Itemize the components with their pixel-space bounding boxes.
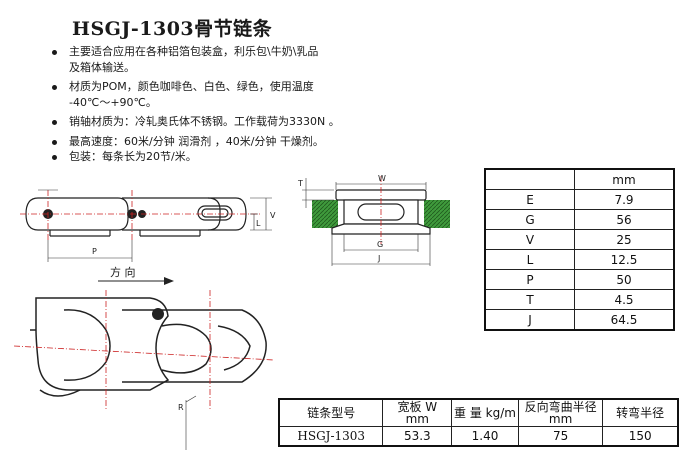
table-row: mm [484, 168, 675, 190]
dim-t-label: T [297, 179, 303, 188]
spec-value: 50 [574, 269, 675, 290]
spec-value: 12.5 [574, 249, 675, 270]
spec-value: 7.9 [574, 189, 675, 210]
bullet-speed: 最高速度：60米/分钟 润滑剂 ，40米/分钟 干燥剂。 [52, 134, 382, 150]
dim-g-label: G [377, 240, 383, 249]
side-view-drawing: V L P [20, 189, 276, 262]
bullet-line: 及箱体输送。 [69, 60, 135, 74]
bullet-line: 主要适合应用在各种铝箔包装盒，利乐包\牛奶\乳品 [69, 45, 319, 58]
header-width: 宽板 W mm [382, 398, 453, 427]
header-model: 链条型号 [278, 398, 384, 427]
bullet-dot [52, 85, 57, 90]
spec-value: 56 [574, 209, 675, 230]
spec-key: T [484, 289, 575, 310]
table-header-row: 链条型号 宽板 W mm 重 量 kg/m 反向弯曲半径 mm 转弯半径 [278, 398, 679, 427]
spec-value: 25 [574, 229, 675, 250]
model-spec-table: 链条型号 宽板 W mm 重 量 kg/m 反向弯曲半径 mm 转弯半径 HSG… [278, 398, 679, 447]
dim-w-label: W [378, 174, 386, 183]
header-back-radius: 反向弯曲半径 mm [517, 398, 604, 427]
header-turn-radius: 转弯半径 [602, 398, 679, 427]
dimension-spec-table: mm E 7.9 G 56 V 25 L 12.5 P 50 T 4.5 J 6… [484, 168, 675, 331]
cell-back-radius: 75 [517, 426, 604, 447]
table-header-unit: mm [574, 168, 675, 190]
table-row: J 64.5 [484, 309, 675, 331]
direction-arrow-icon [98, 277, 174, 285]
page-title: HSGJ-1303骨节链条 [72, 18, 273, 40]
green-roller-right [424, 200, 450, 228]
table-row: E 7.9 [484, 189, 675, 210]
spec-key: P [484, 269, 575, 290]
table-row: P 50 [484, 269, 675, 290]
bullet-line: 包装：每条长为20节/米。 [69, 150, 197, 163]
spec-key: V [484, 229, 575, 250]
bullet-line: 最高速度：60米/分钟 润滑剂 ，40米/分钟 干燥剂。 [69, 134, 324, 148]
bullet-line: 材质为POM，颜色咖啡色、白色、绿色，使用温度 [69, 80, 314, 93]
bullet-packaging: 包装：每条长为20节/米。 [52, 149, 382, 165]
feature-list: 主要适合应用在各种铝箔包装盒，利乐包\牛奶\乳品 及箱体输送。 材质为POM，颜… [52, 44, 382, 165]
header-back-radius-unit: mm [548, 412, 573, 426]
spec-key: J [484, 309, 575, 331]
spec-value: 64.5 [574, 309, 675, 331]
front-view-drawing: T W G J [297, 174, 450, 266]
bullet-line: -40℃～+90℃。 [69, 95, 157, 109]
cell-turn-radius: 150 [602, 426, 679, 447]
table-row: HSGJ-1303 53.3 1.40 75 150 [278, 426, 679, 447]
table-row: V 25 [484, 229, 675, 250]
cell-width: 53.3 [382, 426, 453, 447]
direction-label: 方 向 [110, 266, 136, 279]
table-row: G 56 [484, 209, 675, 230]
dim-r-label: R [178, 403, 184, 412]
dim-j-label: J [377, 254, 380, 263]
header-back-radius-label: 反向弯曲半径 [524, 400, 597, 414]
dim-l-label: L [256, 219, 261, 228]
spec-key: E [484, 189, 575, 210]
dim-v-label: V [270, 211, 276, 220]
header-width-label: 宽板 W [397, 400, 438, 414]
table-row: L 12.5 [484, 249, 675, 270]
bullet-dot [52, 50, 57, 55]
spec-key: G [484, 209, 575, 230]
bullet-dot [52, 139, 57, 145]
dim-p-label: P [92, 247, 97, 256]
header-weight: 重 量 kg/m [451, 398, 519, 427]
cell-model: HSGJ-1303 [278, 426, 384, 447]
header-width-unit: mm [405, 412, 429, 426]
spec-value: 4.5 [574, 289, 675, 310]
bullet-line: 销轴材质为：冷轧奥氏体不锈钢。工作载荷为3330N 。 [69, 115, 340, 128]
bullet-pin-material: 销轴材质为：冷轧奥氏体不锈钢。工作载荷为3330N 。 [52, 114, 382, 130]
bullet-application: 主要适合应用在各种铝箔包装盒，利乐包\牛奶\乳品 及箱体输送。 [52, 44, 382, 75]
bullet-dot [52, 155, 57, 160]
cell-weight: 1.40 [451, 426, 519, 447]
table-cell [484, 168, 575, 190]
bullet-material: 材质为POM，颜色咖啡色、白色、绿色，使用温度 -40℃～+90℃。 [52, 79, 382, 110]
bullet-dot [52, 120, 57, 125]
top-view-drawing: R [13, 290, 275, 450]
spec-key: L [484, 249, 575, 270]
table-row: T 4.5 [484, 289, 675, 310]
green-roller-left [312, 200, 338, 228]
